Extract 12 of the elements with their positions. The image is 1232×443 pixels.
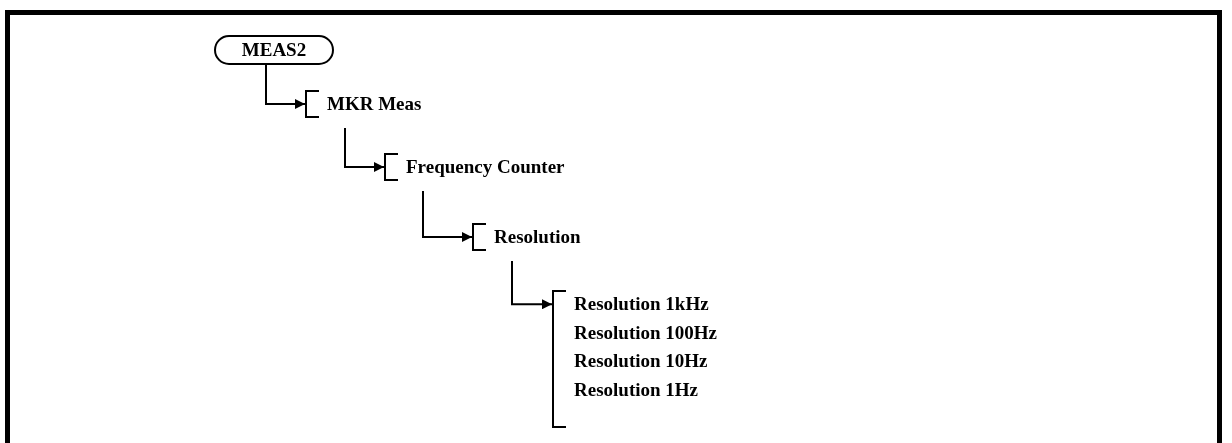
menu-option: Resolution 10Hz <box>574 347 732 376</box>
menu-option: Resolution 1Hz <box>574 375 732 404</box>
connector-arrow <box>511 260 553 310</box>
menu-option: Resolution 100Hz <box>574 318 732 347</box>
menu-option: Frequency Counter <box>406 153 584 181</box>
connector-arrow <box>344 127 385 172</box>
connector-arrow <box>265 64 306 109</box>
menu-option: Resolution 1kHz <box>574 290 732 319</box>
menu-option: Resolution <box>494 223 582 251</box>
key-button: MEAS2 <box>214 35 334 65</box>
connector-arrow <box>422 190 473 242</box>
menu-option: MKR Meas <box>327 90 435 118</box>
